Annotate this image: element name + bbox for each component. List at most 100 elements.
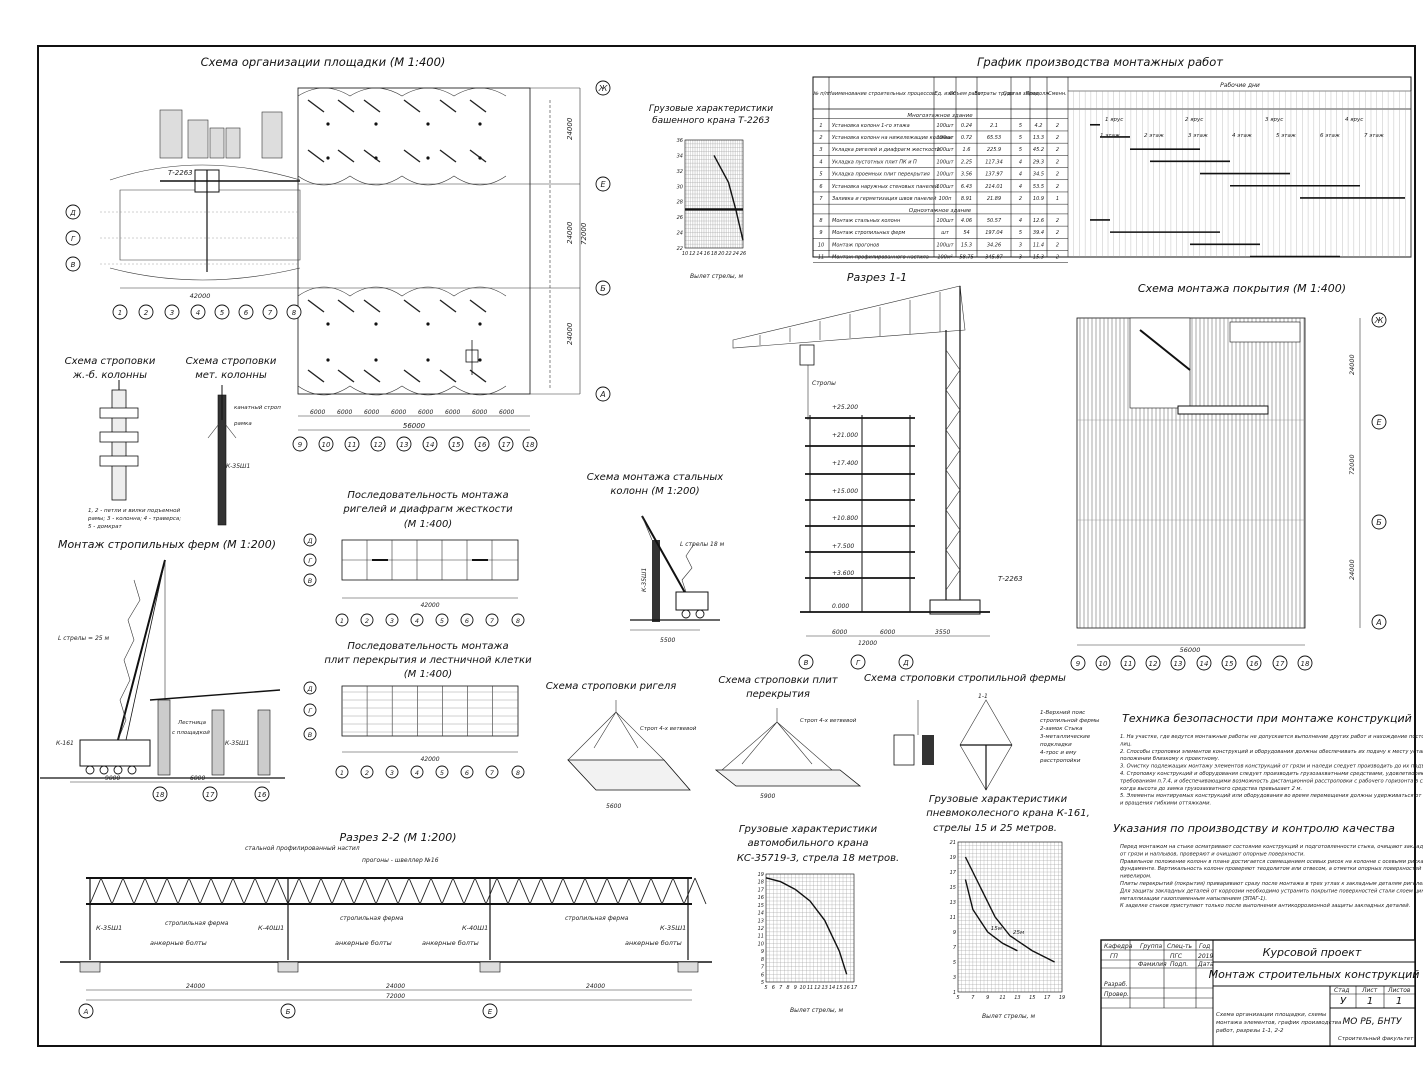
- axis-label: А: [83, 1008, 89, 1016]
- x-tick-label: 5: [956, 995, 959, 1001]
- dim-label: 6000: [880, 629, 895, 636]
- schedule-cell: 2: [1019, 196, 1022, 202]
- truss-legend-6: 4-трос и ему: [1040, 750, 1077, 756]
- tier-label: 3 ярус: [1265, 117, 1283, 123]
- dim-5500: 5500: [660, 637, 675, 644]
- sling-steel-title-2: мет. колонны: [195, 370, 267, 381]
- stamp-sheets-label: Листов: [1387, 987, 1411, 994]
- steel-col-title-2: колонн (М 1:200): [610, 486, 699, 497]
- axis-label: Е: [488, 1008, 493, 1016]
- dim-label: 72000: [386, 993, 405, 1000]
- schedule-cell: 2.25: [961, 159, 972, 165]
- schedule-cell: 5: [1019, 135, 1022, 141]
- sling-truss-title: Схема строповки стропильной фермы: [864, 673, 1066, 684]
- schedule-cell: 10.9: [1033, 196, 1044, 202]
- quality-text: Перед монтажом на стыке осматривают сост…: [1119, 844, 1423, 909]
- site-plan-col-axes: 9 10 11 12 13 14 15 16 17 18: [292, 436, 538, 452]
- schedule-cell: 5: [1019, 123, 1022, 129]
- axis-bubble: [511, 613, 525, 627]
- crane-label: К-161: [56, 740, 74, 747]
- stamp-dept: ГП: [1110, 953, 1118, 960]
- y-tick-label: 10: [758, 941, 764, 947]
- axis-label: 2: [365, 617, 369, 625]
- axis-label: 5: [220, 309, 225, 317]
- stamp-contents-2: монтажа элементов, график производства: [1216, 1020, 1342, 1026]
- truss-legend-3: 2-замок Стыка: [1040, 726, 1083, 732]
- axis-label: В: [71, 261, 76, 269]
- y-tick-label: 11: [950, 915, 956, 921]
- stair-label-1: Лестница: [177, 720, 207, 726]
- purlins-label: прогоны - швеллер №16: [362, 857, 439, 864]
- sling-truss-drawing: 1-1 1-Верхний пояс стропильной фермы 2-з…: [893, 693, 1100, 791]
- schedule-cell: Монтаж стропильных ферм: [832, 230, 906, 236]
- y-tick-label: 26: [677, 215, 683, 221]
- x-tick-label: 13: [1014, 995, 1020, 1001]
- schedule-cell: Укладка пустотных плит ПК и П: [832, 159, 917, 165]
- schedule-cell: Установка наружных стеновых панелей: [832, 184, 939, 190]
- axis-label: Б: [600, 284, 606, 293]
- boom-label: L стрелы 18 м: [680, 541, 725, 548]
- schedule-cell: 54: [963, 230, 969, 236]
- schedule-header: Продолж.: [1026, 91, 1052, 97]
- x-tick-label: 9: [794, 985, 797, 991]
- schedule-group: Одноэтажное здание: [909, 208, 972, 214]
- x-tick-label: 8: [786, 985, 789, 991]
- schedule-cell: 100м²: [937, 255, 952, 261]
- y-tick-label: 18: [758, 880, 764, 886]
- y-tick-label: 13: [758, 918, 764, 924]
- schedule-cell: 100шт: [936, 184, 954, 190]
- floor-label: 1 этаж: [1100, 133, 1120, 139]
- axis-label: 15: [452, 441, 461, 449]
- schedule-header: Состав звена: [1003, 91, 1038, 97]
- schedule-cell: 6: [819, 184, 822, 190]
- stamp-year-label: Год: [1199, 943, 1210, 950]
- section-1-drawing: Стропы Т-2263 +25.200 +21.000 +17.400 +1…: [732, 285, 1023, 670]
- dim-label: 6000: [190, 775, 205, 782]
- paragraph-line: 2. Способы строповки элементов конструкц…: [1120, 749, 1423, 755]
- dim-label: 72000: [580, 222, 588, 245]
- schedule-cell: 7: [819, 196, 823, 202]
- paragraph-line: 5. Элементы монтируемых конструкций или …: [1120, 793, 1423, 799]
- chart-frame: [957, 841, 1063, 993]
- axis-label: Б: [286, 1008, 291, 1016]
- chart-x-label: Вылет стрелы, м: [790, 1007, 843, 1014]
- axis-label: В: [308, 731, 313, 739]
- slab-seq-title-3: (М 1:400): [404, 669, 452, 680]
- axis-bubble: [460, 765, 474, 779]
- schedule-group: Многоэтажное здание: [907, 113, 973, 119]
- axis-label: 15: [1225, 660, 1234, 668]
- y-tick-label: 14: [758, 911, 764, 917]
- schedule-cell: 1.6: [963, 147, 971, 153]
- x-tick-label: 15: [1029, 995, 1035, 1001]
- x-tick-label: 7: [971, 995, 975, 1001]
- series-label: 15м: [991, 926, 1002, 932]
- axis-label: 4: [196, 309, 200, 317]
- paragraph-line: 3. Очистку подлежащих монтажу элементов …: [1120, 764, 1423, 770]
- axis-label: 4: [415, 617, 419, 625]
- sling-steel-column-drawing: канатный строп рамка К-35Ш1: [207, 385, 281, 526]
- axis-bubble: [511, 765, 525, 779]
- y-tick-label: 3: [953, 975, 956, 981]
- tower-chart-title-1: Грузовые характеристики: [649, 104, 773, 114]
- axis-label: 9: [1076, 660, 1081, 668]
- schedule-cell: 3: [1019, 255, 1022, 261]
- axis-label: Г: [308, 707, 313, 715]
- axis-label: 13: [1174, 660, 1183, 668]
- axis-bubble: [360, 613, 374, 627]
- schedule-cell: 1: [819, 123, 822, 129]
- schedule-cell: 2: [819, 135, 822, 141]
- sling-beam-drawing: Строп 4-х ветвевой 5600: [567, 700, 697, 810]
- axis-label: А: [599, 390, 605, 399]
- schedule-cell: Монтаж прогонов: [832, 242, 879, 248]
- paragraph-line: положении близкому к проектному.: [1120, 756, 1219, 762]
- truss-label: стропильная ферма: [565, 915, 629, 922]
- y-tick-label: 7: [761, 965, 765, 971]
- y-tick-label: 17: [758, 887, 765, 893]
- axis-label: 12: [374, 441, 383, 449]
- sling-steel-title-1: Схема строповки: [186, 356, 277, 367]
- y-tick-label: 32: [677, 169, 683, 175]
- stamp-checked: Провер.: [1104, 991, 1129, 998]
- paragraph-line: Плиты перекрытий (покрытия) приваривают …: [1120, 881, 1423, 887]
